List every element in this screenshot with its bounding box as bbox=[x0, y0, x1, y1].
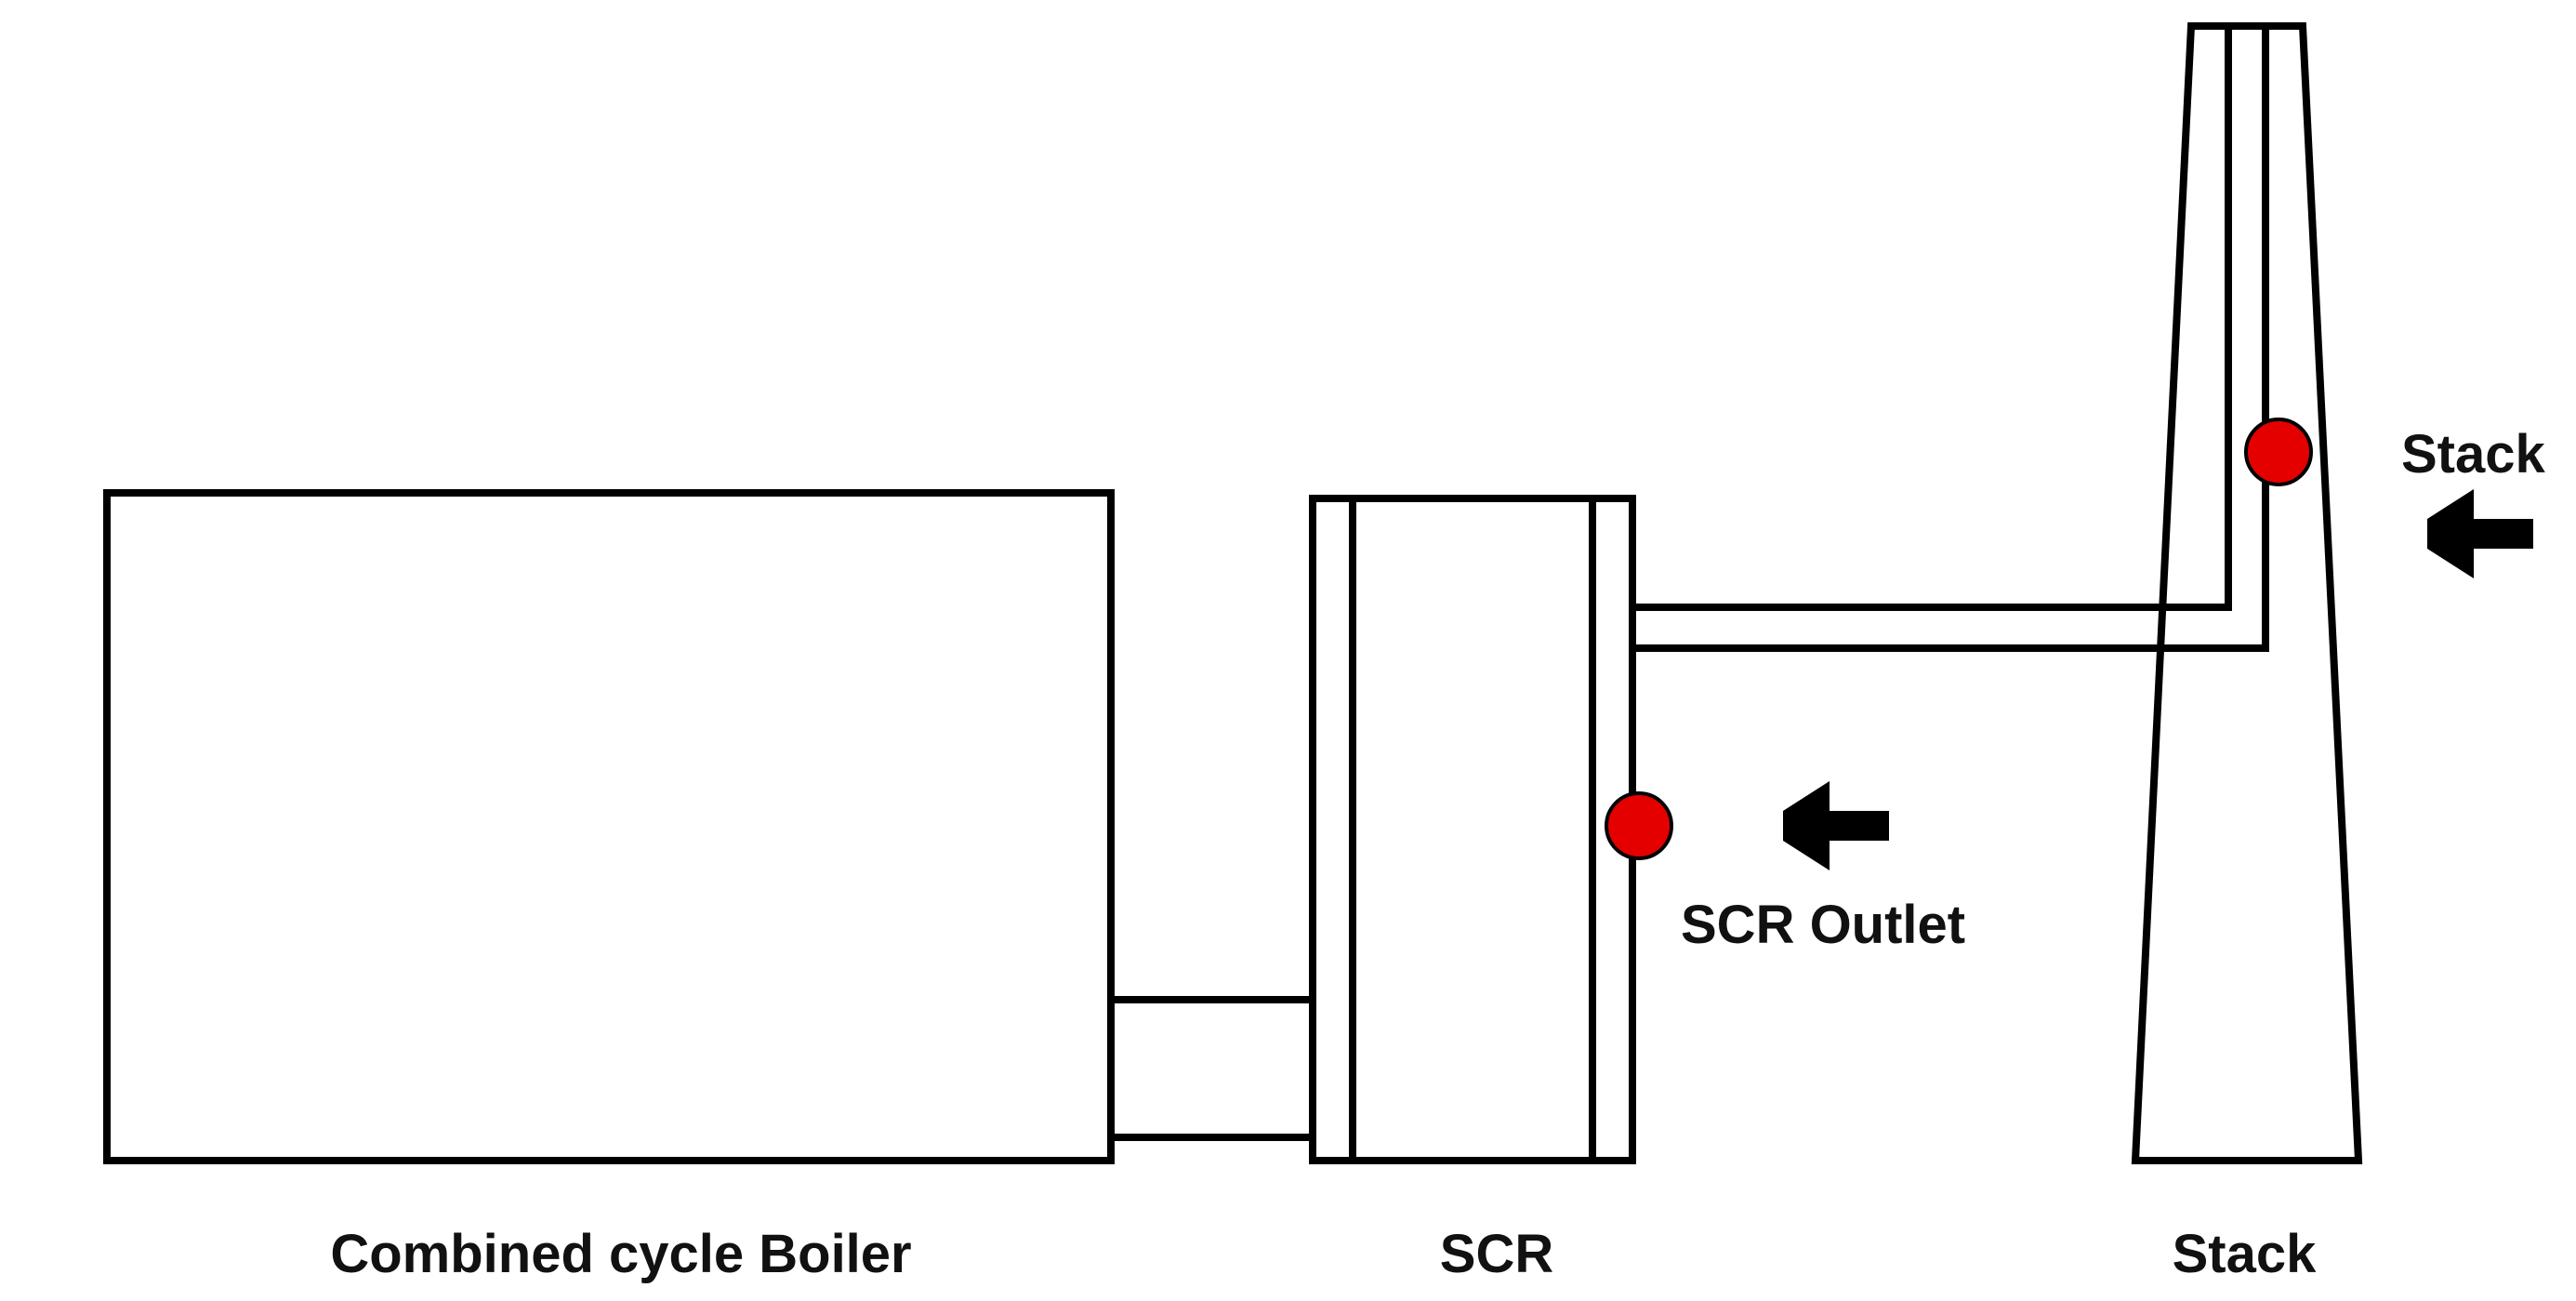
stack-arrow-icon bbox=[2427, 489, 2533, 578]
scr-box bbox=[1309, 495, 1636, 1164]
boiler-box bbox=[103, 489, 1115, 1164]
scr-unit bbox=[1309, 495, 1636, 1164]
scr-to-stack-duct bbox=[1632, 26, 2269, 652]
stack-label: Stack bbox=[2173, 1224, 2318, 1284]
scr-outlet-arrow-icon bbox=[1783, 781, 1889, 870]
stack-point-label: Stack bbox=[2401, 424, 2546, 485]
scr-outlet-label: SCR Outlet bbox=[1681, 895, 1965, 955]
stack-sample-point bbox=[2244, 418, 2313, 486]
scr-label: SCR bbox=[1440, 1224, 1553, 1284]
stack-body bbox=[2131, 22, 2363, 1164]
scr-outlet-sample-point bbox=[1605, 791, 1673, 860]
boiler-label: Combined cycle Boiler bbox=[330, 1224, 911, 1284]
boiler-to-scr-duct bbox=[1111, 996, 1313, 1141]
